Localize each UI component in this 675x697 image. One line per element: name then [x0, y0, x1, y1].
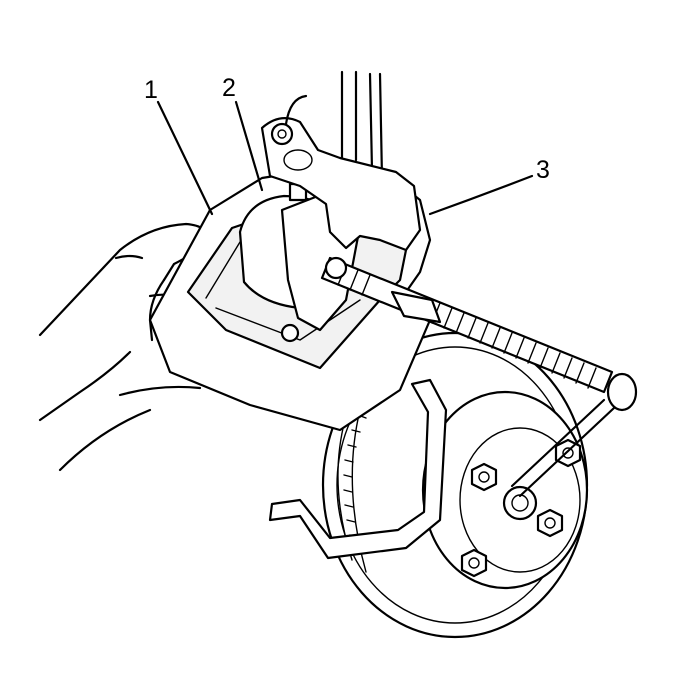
callout-1: 1	[144, 76, 158, 104]
callout-3: 3	[536, 156, 550, 184]
callout-2: 2	[222, 74, 236, 102]
caliper-piston	[238, 182, 362, 332]
leader-lines	[156, 100, 534, 216]
caliper-bracket	[268, 378, 448, 560]
wheel-hub	[421, 390, 589, 590]
caliper-housing	[260, 94, 422, 252]
strut-rods	[340, 70, 384, 180]
threaded-screw	[320, 256, 638, 498]
